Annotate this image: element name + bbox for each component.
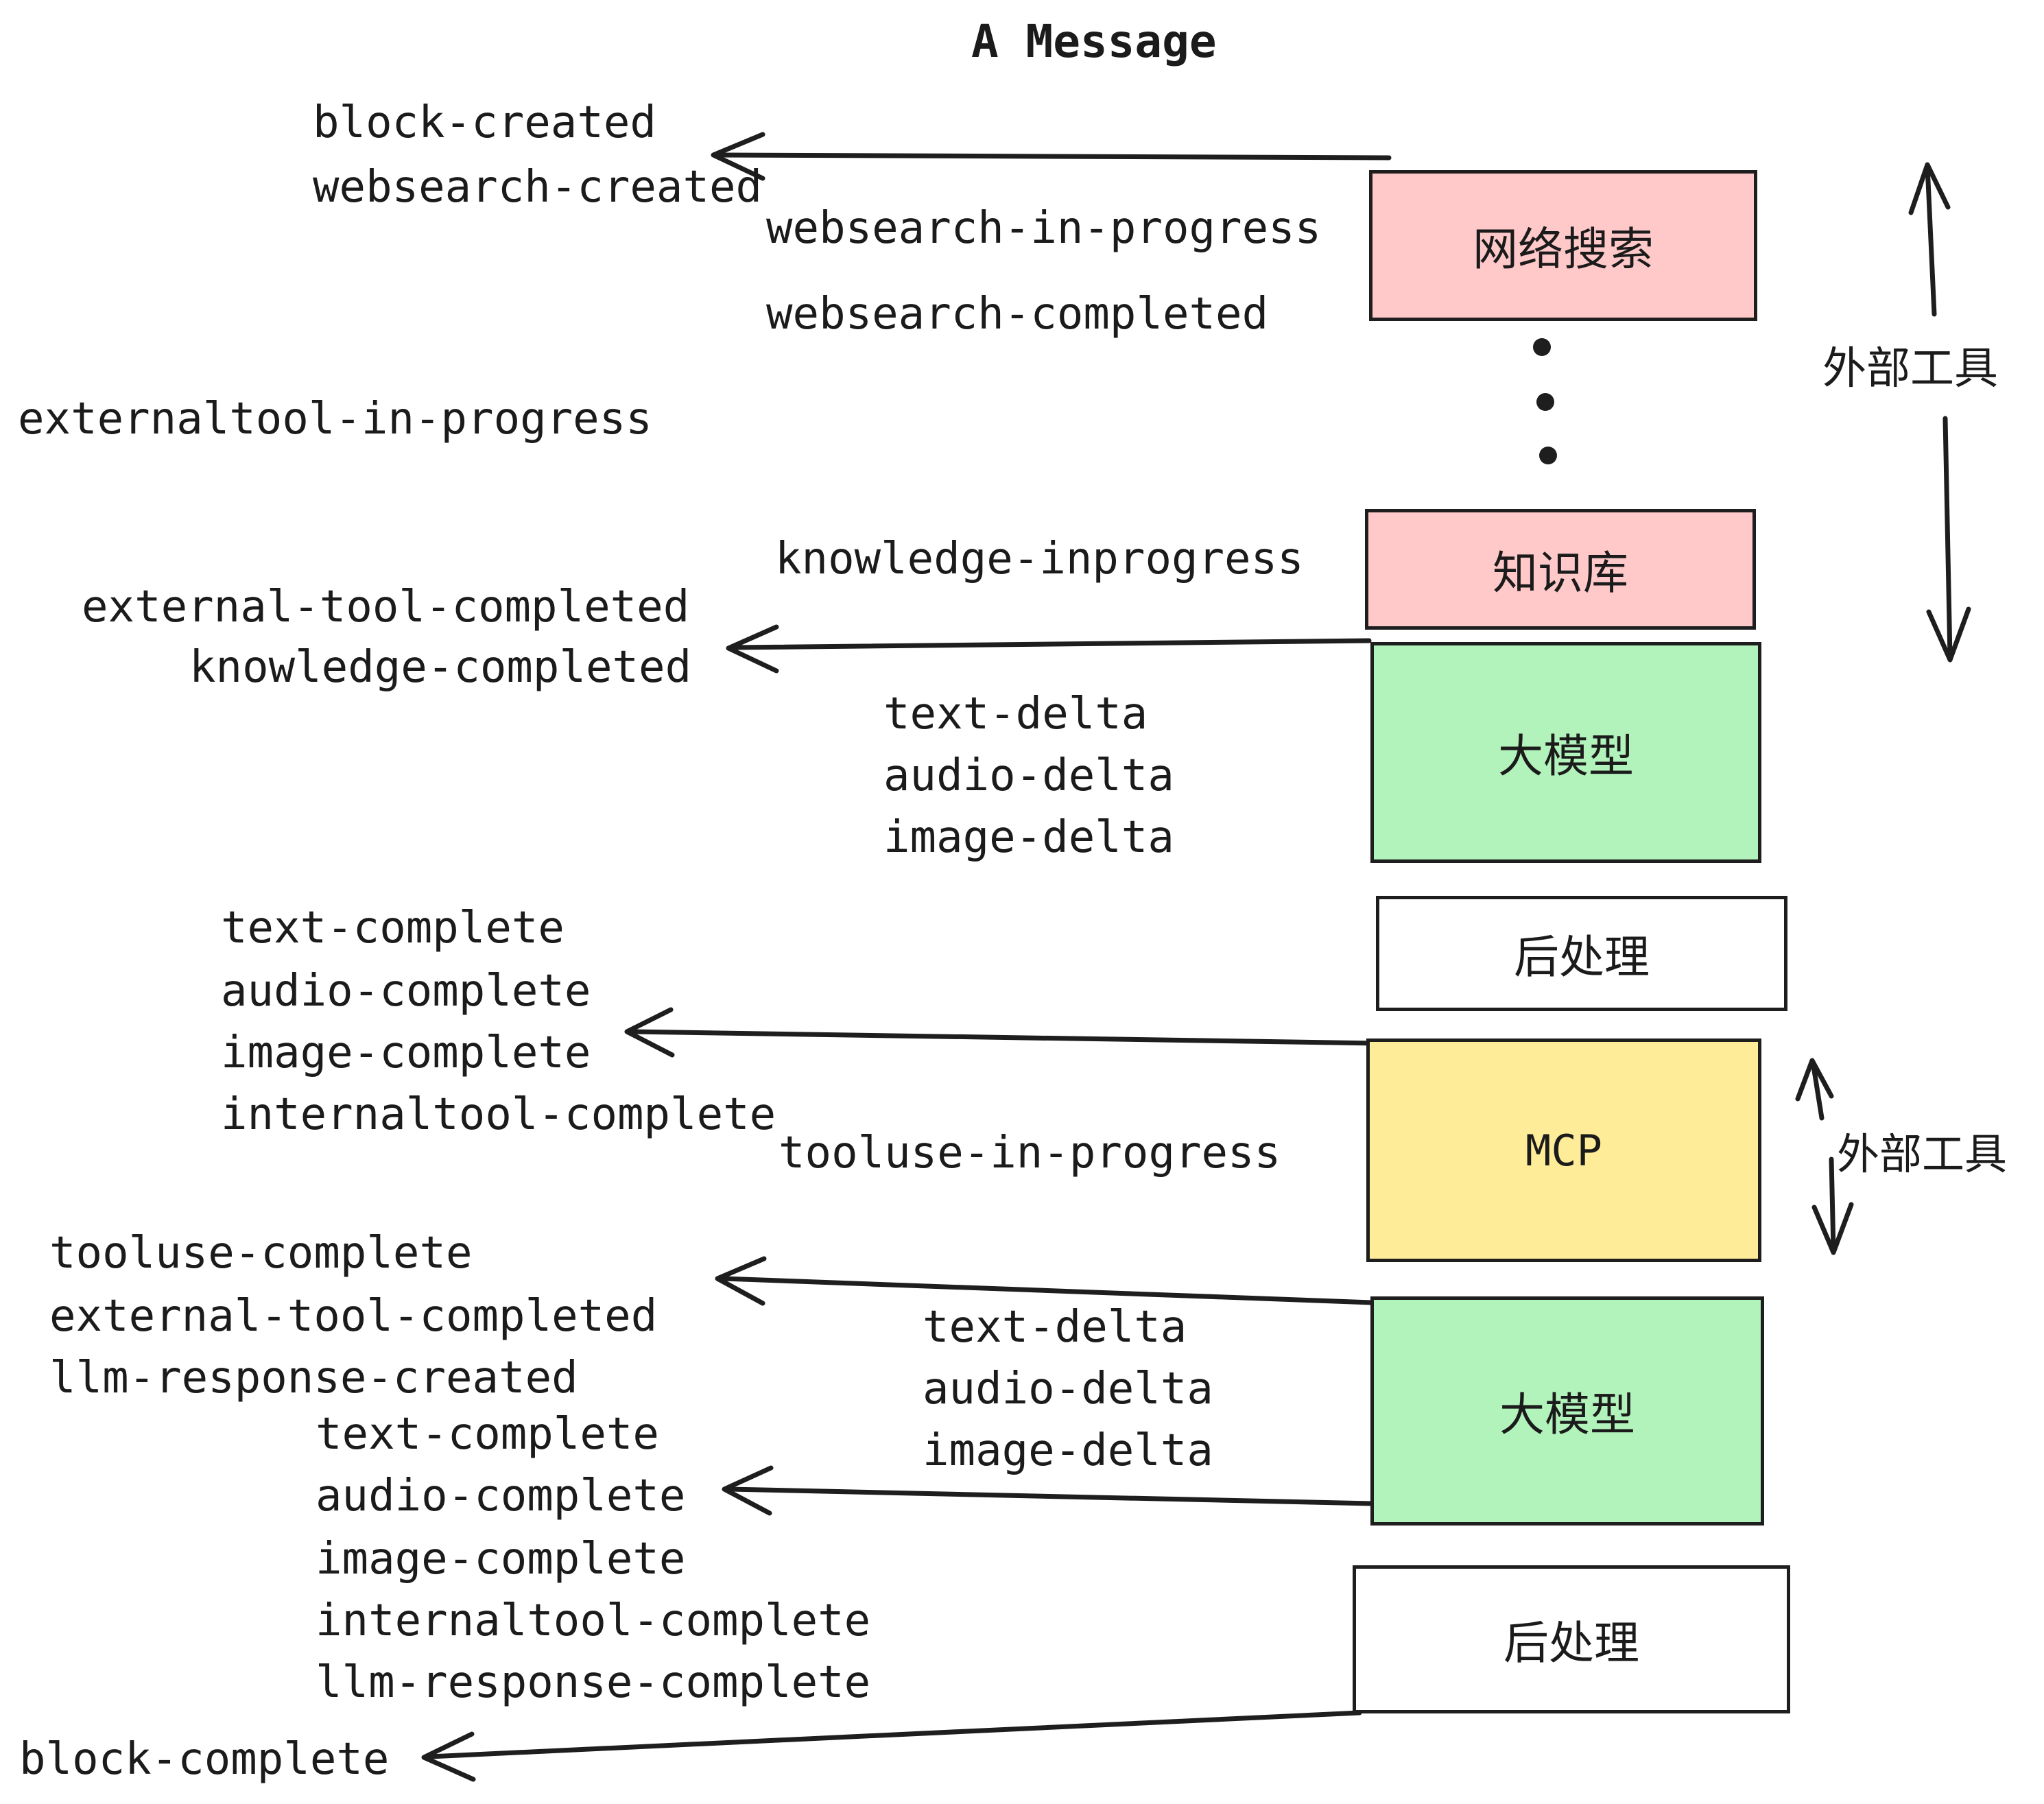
box-llm-1-label: 大模型 bbox=[1498, 730, 1634, 783]
arrow-postprocess2-to-block-complete bbox=[421, 1710, 1362, 1782]
box-knowledge: 知识库 bbox=[1365, 509, 1756, 630]
event-externaltool-in-progress: externaltool-in-progress bbox=[18, 394, 652, 444]
event-external-tool-completed-1: external-tool-completed bbox=[82, 582, 690, 632]
box-mcp-label: MCP bbox=[1525, 1125, 1602, 1176]
box-postprocess-1-label: 后处理 bbox=[1514, 931, 1650, 984]
diagram-title: A Message bbox=[971, 15, 1217, 68]
event-websearch-created: websearch-created bbox=[313, 162, 763, 213]
external-tools-up-arrow-2 bbox=[1795, 1058, 1834, 1121]
event-block-created: block-created bbox=[313, 97, 656, 148]
box-postprocess-2: 后处理 bbox=[1353, 1565, 1790, 1713]
box-llm-2: 大模型 bbox=[1370, 1296, 1764, 1526]
box-websearch: 网络搜索 bbox=[1369, 170, 1757, 321]
event-audio-complete-1: audio-complete bbox=[221, 966, 591, 1017]
event-text-delta-2: text-delta bbox=[923, 1302, 1187, 1353]
external-tools-label-1: 外部工具 bbox=[1822, 344, 1998, 394]
event-internaltool-complete-2: internaltool-complete bbox=[316, 1595, 871, 1646]
box-websearch-label: 网络搜索 bbox=[1473, 223, 1654, 276]
event-websearch-completed: websearch-completed bbox=[766, 289, 1269, 340]
event-image-delta-2: image-delta bbox=[923, 1425, 1213, 1476]
box-knowledge-label: 知识库 bbox=[1493, 547, 1628, 600]
event-knowledge-completed: knowledge-completed bbox=[189, 642, 692, 693]
event-text-delta-1: text-delta bbox=[883, 689, 1148, 739]
event-image-complete-1: image-complete bbox=[221, 1028, 591, 1078]
event-knowledge-inprogress: knowledge-inprogress bbox=[775, 534, 1304, 584]
event-audio-delta-1: audio-delta bbox=[883, 750, 1174, 801]
box-postprocess-2-label: 后处理 bbox=[1504, 1617, 1639, 1670]
box-llm-2-label: 大模型 bbox=[1499, 1388, 1635, 1441]
arrow-mcp-to-image-complete bbox=[624, 1007, 1380, 1058]
event-llm-response-complete: llm-response-complete bbox=[316, 1657, 871, 1708]
event-audio-complete-2: audio-complete bbox=[316, 1471, 686, 1521]
external-tools-up-arrow-1 bbox=[1908, 162, 1951, 317]
arrow-websearch-to-block-created bbox=[711, 132, 1392, 181]
event-image-complete-2: image-complete bbox=[316, 1534, 686, 1585]
event-text-complete-2: text-complete bbox=[316, 1409, 659, 1460]
box-llm-1: 大模型 bbox=[1370, 642, 1761, 863]
event-tooluse-in-progress: tooluse-in-progress bbox=[779, 1128, 1281, 1178]
box-postprocess-1: 后处理 bbox=[1376, 896, 1787, 1011]
arrow-llm2-to-external-tool-completed bbox=[715, 1256, 1375, 1306]
event-audio-delta-2: audio-delta bbox=[923, 1364, 1213, 1414]
box-mcp: MCP bbox=[1366, 1039, 1761, 1262]
event-llm-response-created: llm-response-created bbox=[49, 1353, 578, 1403]
event-block-complete: block-complete bbox=[19, 1734, 390, 1785]
ellipsis-dots bbox=[1533, 338, 1557, 464]
event-internaltool-complete-1: internaltool-complete bbox=[221, 1089, 776, 1140]
event-websearch-in-progress: websearch-in-progress bbox=[766, 203, 1322, 254]
arrow-llm1-to-knowledge-completed bbox=[726, 624, 1372, 674]
event-text-complete-1: text-complete bbox=[221, 903, 565, 953]
event-external-tool-completed-2: external-tool-completed bbox=[49, 1291, 658, 1342]
external-tools-label-2: 外部工具 bbox=[1837, 1129, 2008, 1179]
event-tooluse-complete: tooluse-complete bbox=[49, 1228, 473, 1279]
event-image-delta-1: image-delta bbox=[883, 812, 1174, 863]
external-tools-down-arrow-1 bbox=[1926, 416, 1971, 663]
